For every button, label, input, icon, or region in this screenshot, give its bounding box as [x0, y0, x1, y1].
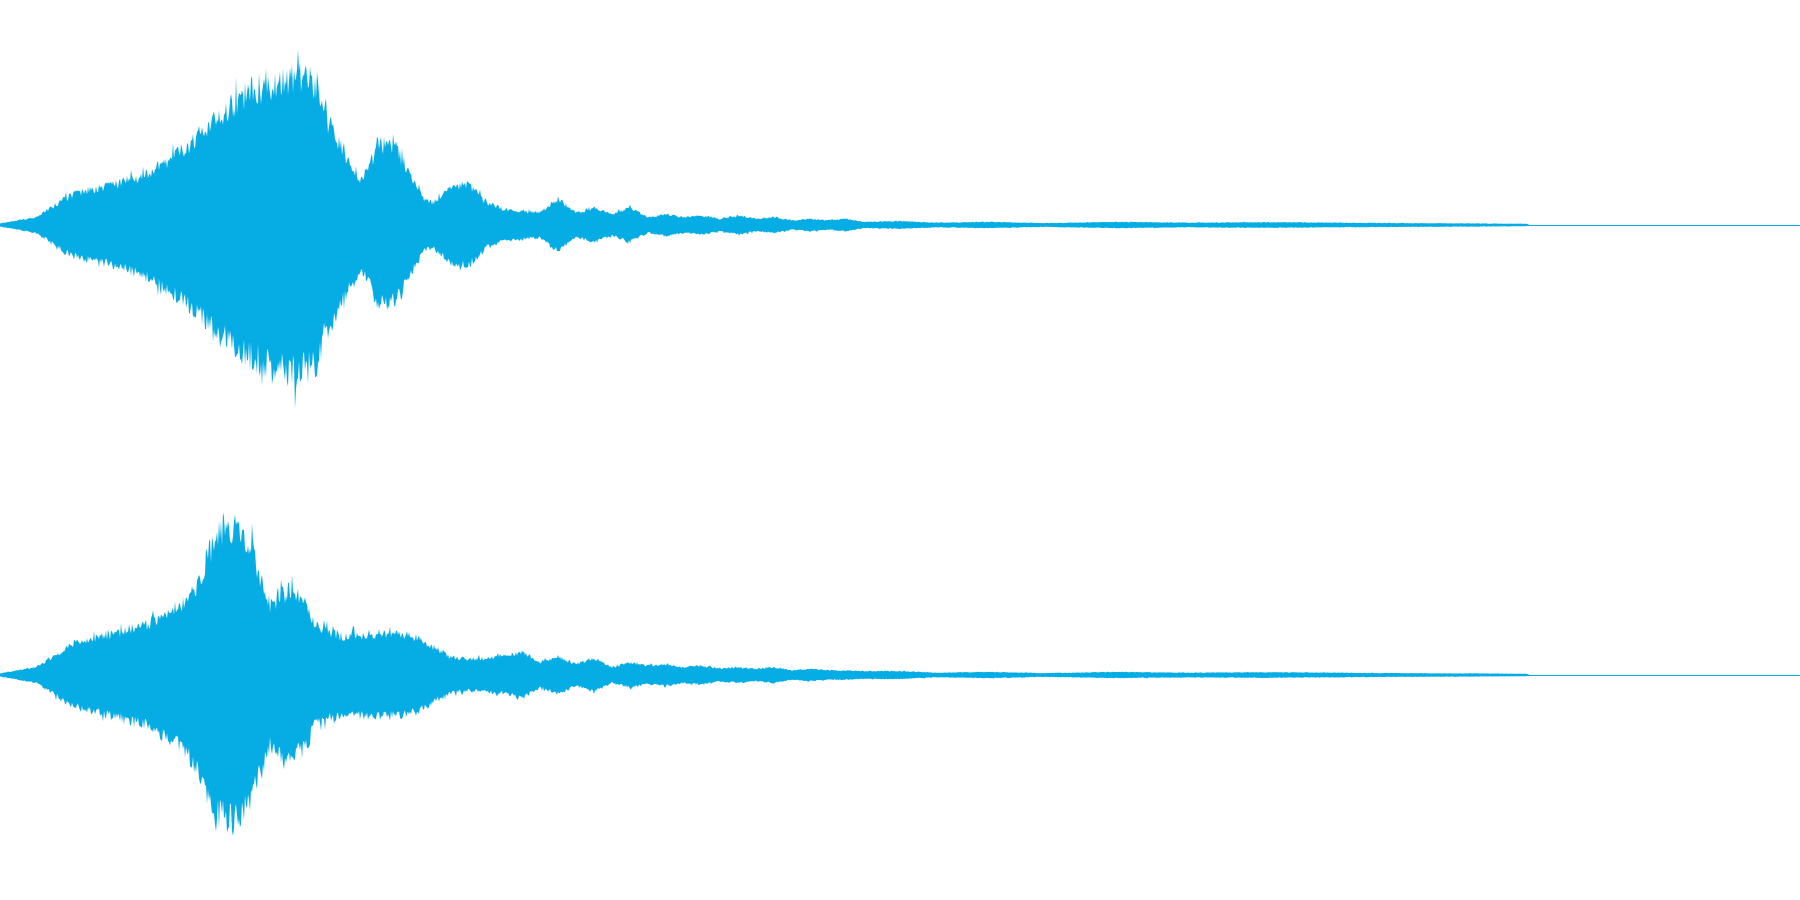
channels: [0, 49, 1800, 836]
channel-1-waveform: [0, 49, 1800, 409]
channel-2-waveform: [0, 512, 1800, 836]
channel-1-envelope: [0, 49, 1800, 409]
channel-2-envelope: [0, 512, 1800, 836]
